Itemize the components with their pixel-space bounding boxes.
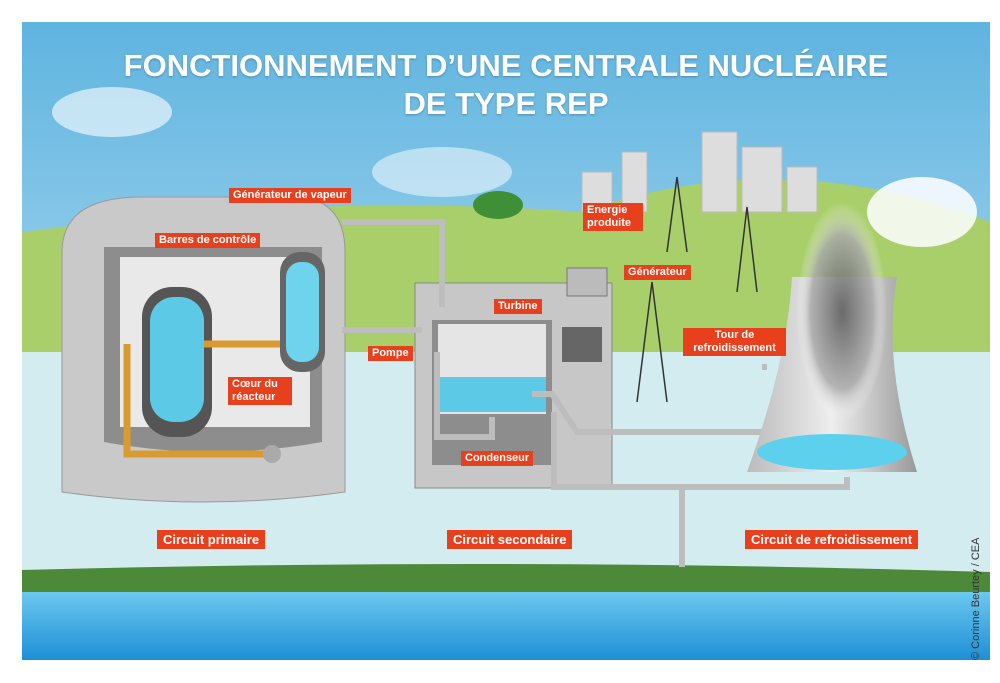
label-energy-produced: Energie produite [583, 203, 643, 231]
label-primary-circuit: Circuit primaire [157, 530, 266, 549]
title-line-2: DE TYPE REP [403, 86, 609, 121]
label-generator: Générateur [624, 265, 691, 280]
title-line-1: FONCTIONNEMENT D’UNE CENTRALE NUCLÉAIRE [123, 48, 889, 83]
label-steam-generator: Générateur de vapeur [229, 188, 351, 203]
label-condenser: Condenseur [461, 451, 534, 466]
label-pump: Pompe [368, 346, 413, 361]
label-control-rods: Barres de contrôle [155, 233, 261, 248]
label-cooling-tower: Tour de refroidissement [683, 328, 786, 356]
label-reactor-core: Cœur du réacteur [228, 377, 292, 405]
label-cooling-circuit: Circuit de refroidissement [745, 530, 919, 549]
credit: © Corinne Beurtey / CEA [970, 537, 982, 660]
label-secondary-circuit: Circuit secondaire [447, 530, 573, 549]
label-turbine: Turbine [494, 299, 542, 314]
